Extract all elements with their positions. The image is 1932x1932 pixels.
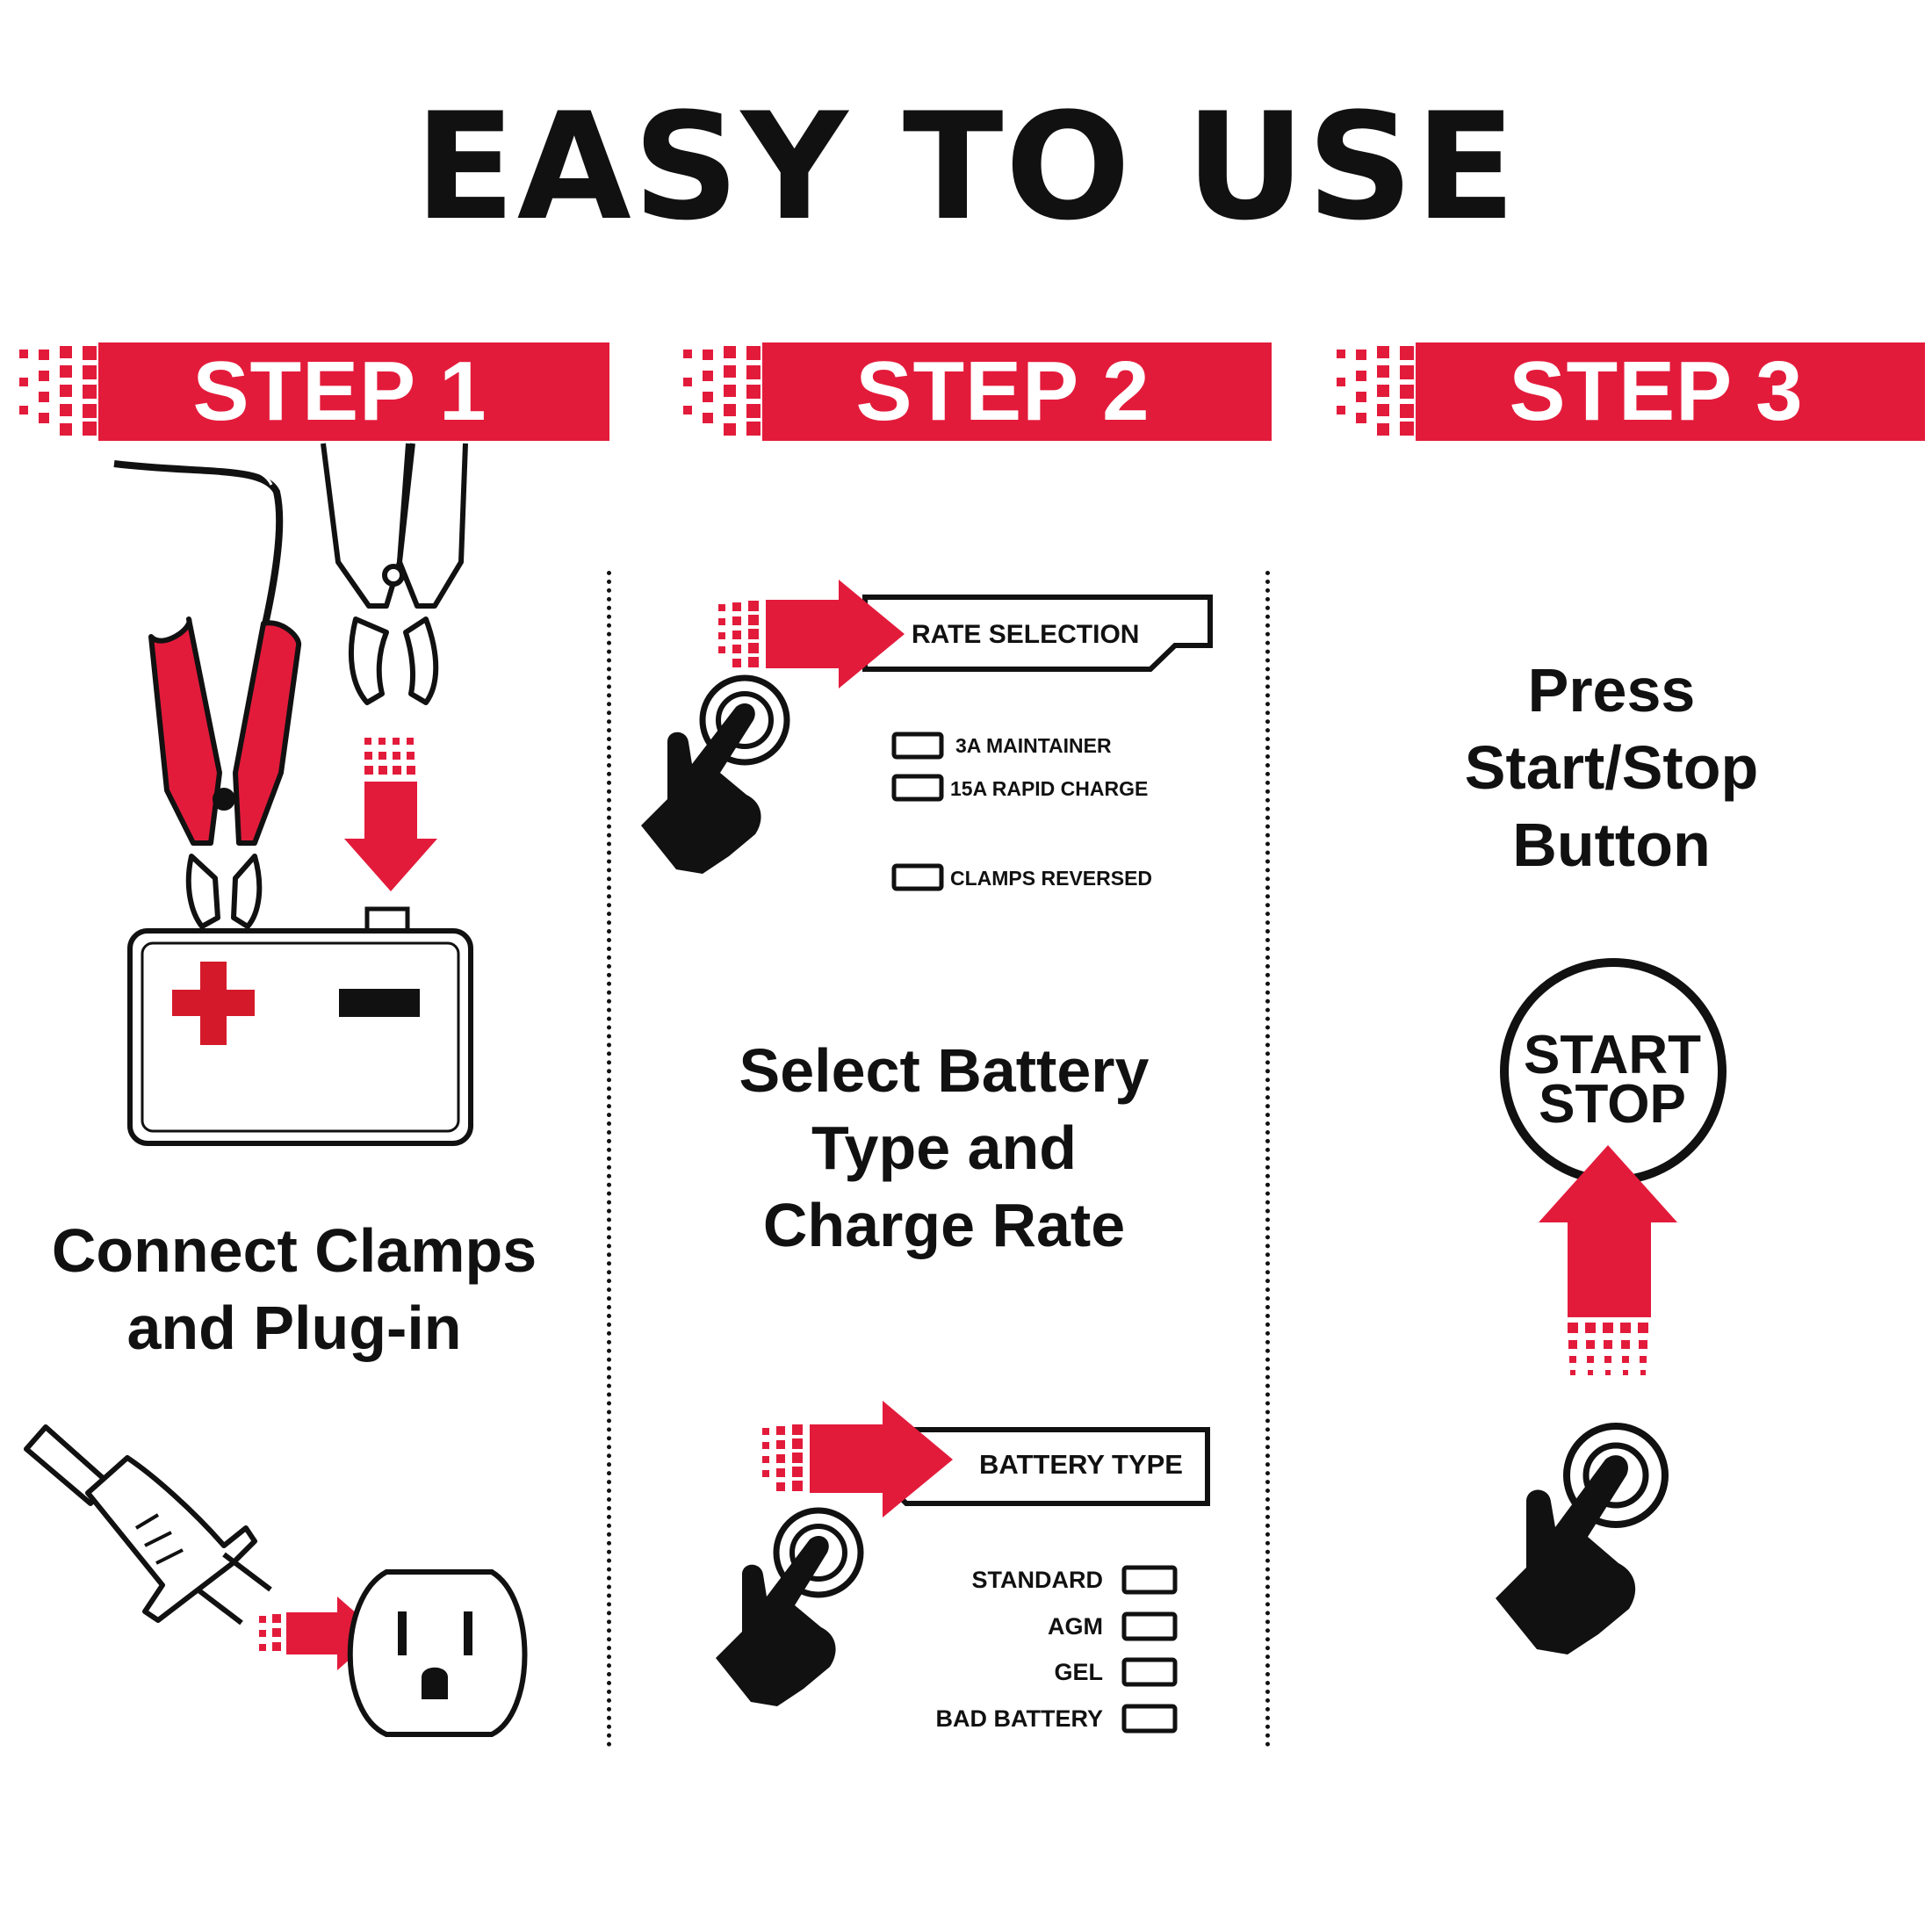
cable-icon xyxy=(113,460,284,633)
caption-line: Start/Stop xyxy=(1464,733,1759,802)
caption-line: Type and xyxy=(811,1114,1078,1182)
battery-option-label: STANDARD xyxy=(972,1567,1104,1593)
step-1-label: STEP 1 xyxy=(192,344,487,438)
page-title: EASY TO USE xyxy=(415,81,1517,253)
step-3-banner xyxy=(1416,342,1925,441)
right-arrow-icon xyxy=(718,580,905,688)
led-indicator-icon xyxy=(1121,1611,1178,1641)
right-arrow-icon xyxy=(259,1597,379,1670)
step-3-label: STEP 3 xyxy=(1509,344,1804,438)
up-arrow-icon xyxy=(1539,1145,1677,1375)
led-indicator-icon xyxy=(891,863,944,891)
step-3-caption: Press Start/Stop Button xyxy=(1335,652,1888,883)
caption-line: Button xyxy=(1512,811,1711,879)
step-1-banner xyxy=(98,342,609,441)
led-indicator-icon xyxy=(891,774,944,802)
wall-outlet-icon xyxy=(347,1569,528,1737)
step-2-label: STEP 2 xyxy=(855,344,1150,438)
caption-line: Select Battery xyxy=(739,1036,1150,1105)
positive-clamp-icon xyxy=(148,616,301,929)
battery-type-heading: BATTERY TYPE xyxy=(979,1449,1183,1480)
led-indicator-icon xyxy=(1121,1657,1178,1687)
step-1-caption: Connect Clamps and Plug-in xyxy=(18,1212,571,1366)
battery-option-label: BAD BATTERY xyxy=(936,1705,1104,1732)
minus-icon xyxy=(339,989,420,1017)
led-indicator-icon xyxy=(1121,1704,1178,1734)
pointing-hand-icon xyxy=(716,1507,864,1706)
right-arrow-icon xyxy=(762,1401,953,1517)
stop-label: STOP xyxy=(1539,1074,1686,1135)
pointing-hand-icon xyxy=(1496,1423,1669,1654)
caption-line: Connect Clamps xyxy=(51,1216,537,1285)
negative-clamp-icon xyxy=(321,443,468,705)
column-divider xyxy=(607,571,611,1748)
step-2-banner xyxy=(762,342,1272,441)
rate-selection-panel xyxy=(862,595,1213,672)
battery-type-panel xyxy=(893,1427,1210,1506)
plus-icon xyxy=(200,962,227,1045)
caption-line: Charge Rate xyxy=(762,1191,1126,1259)
step-2-caption: Select Battery Type and Charge Rate xyxy=(667,1032,1221,1264)
power-plug-icon xyxy=(24,1424,272,1626)
battery-option-label: AGM xyxy=(1048,1613,1103,1640)
pointing-hand-icon xyxy=(641,674,790,874)
caption-line: Press xyxy=(1527,656,1696,724)
rate-option-label: 3A MAINTAINER xyxy=(955,734,1112,757)
rate-option-label: CLAMPS REVERSED xyxy=(950,867,1152,890)
battery-option-label: GEL xyxy=(1054,1659,1103,1685)
rate-option-label: 15A RAPID CHARGE xyxy=(950,777,1148,800)
column-divider xyxy=(1265,571,1270,1748)
down-arrow-icon xyxy=(344,738,437,891)
start-label: START xyxy=(1524,1025,1701,1085)
led-indicator-icon xyxy=(1121,1565,1178,1595)
led-indicator-icon xyxy=(891,732,944,760)
start-stop-button-icon xyxy=(1500,958,1727,1185)
battery-icon xyxy=(127,906,473,1146)
rate-selection-heading: RATE SELECTION xyxy=(912,620,1139,649)
caption-line: and Plug-in xyxy=(126,1294,462,1362)
